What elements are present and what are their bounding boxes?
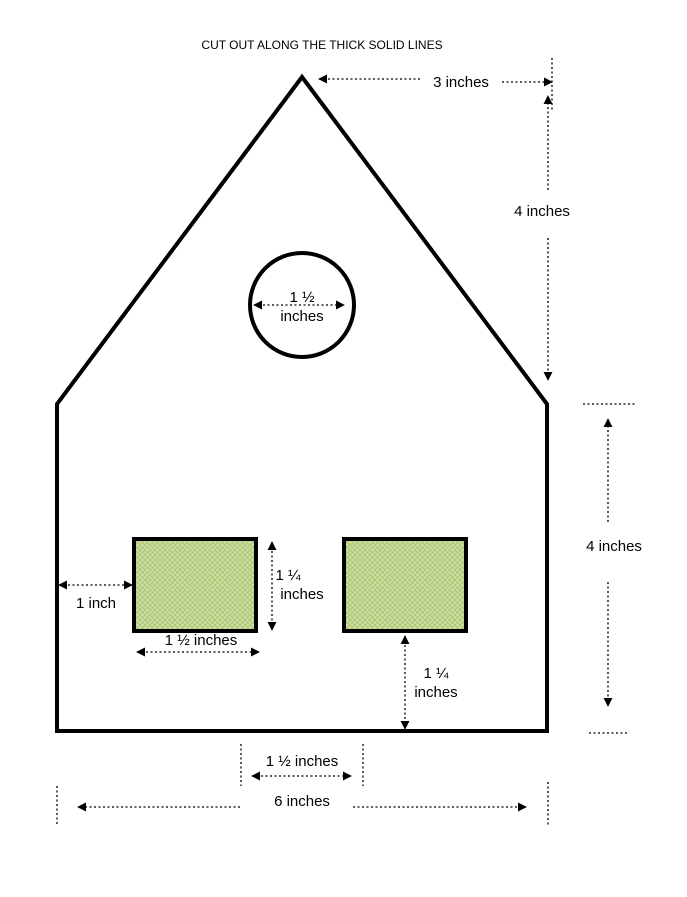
window-bottom-label-line2: inches — [414, 684, 457, 701]
total-width-label: 6 inches — [274, 793, 330, 810]
roof-height-label: 4 inches — [514, 203, 570, 220]
wall-height-label: 4 inches — [586, 538, 642, 555]
window-height-label-line2: inches — [280, 586, 323, 603]
roof-width-label: 3 inches — [433, 74, 489, 91]
left-margin-label: 1 inch — [76, 595, 116, 612]
house-outline — [55, 73, 549, 733]
window-height-label-line1: 1 ¼ — [275, 567, 301, 584]
window-bottom-label-line1: 1 ¼ — [423, 665, 449, 682]
circle-diameter-label-line2: inches — [280, 308, 323, 325]
left-window — [132, 537, 258, 633]
instruction-title: CUT OUT ALONG THE THICK SOLID LINES — [201, 38, 442, 52]
window-width-label: 1 ½ inches — [165, 632, 238, 649]
window-gap-label: 1 ½ inches — [266, 753, 339, 770]
right-window — [342, 537, 468, 633]
circle-diameter-label-line1: 1 ½ — [289, 289, 315, 306]
